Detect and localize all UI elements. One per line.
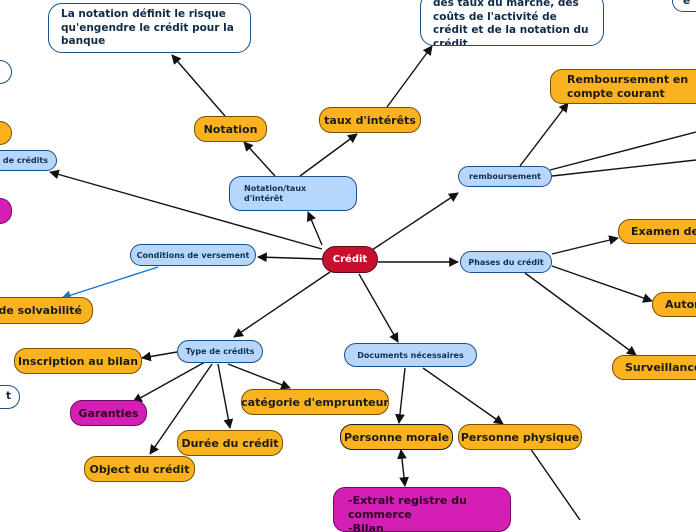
edge-type-inscription (141, 351, 178, 362)
type-credits-left-node[interactable]: e de crédits (0, 150, 57, 171)
type-credits-label: Type de crédits (185, 347, 255, 356)
edge-center-notation-taux (306, 211, 323, 246)
edge-type-categorie (227, 363, 291, 390)
edge-morale-docs (397, 449, 409, 487)
notation-taux-node[interactable]: Notation/taux d'intérêt (229, 176, 357, 211)
top-right-node[interactable]: e (672, 0, 696, 12)
edge-docs-physique (422, 367, 504, 425)
top-right-node-text: e (683, 0, 691, 7)
edge-physique-down (529, 447, 581, 520)
edge-type-garanties (132, 361, 206, 403)
edge-center-type (233, 271, 331, 338)
edge-phases-surv (524, 272, 637, 356)
edge-taux-note (386, 45, 433, 108)
notation-note: La notation définit le risque qu'engendr… (48, 3, 251, 53)
categorie-emprunteur-label: catégorie d'emprunteur (241, 395, 389, 409)
notation-label: Notation (203, 122, 258, 136)
personne-physique-label: Personne physique (460, 430, 580, 444)
autorisation-node[interactable]: Autor (652, 292, 696, 317)
edge-type-objet (149, 363, 213, 455)
type-credits-node[interactable]: Type de crédits (177, 340, 263, 363)
edge-nt-taux (299, 133, 358, 177)
examen-label: Examen de la (631, 225, 696, 238)
analyse-solvabilite-node[interactable]: se de solvabilité (0, 297, 93, 324)
edge-type-duree (217, 363, 234, 429)
edge-phases-autor (551, 265, 653, 303)
duree-credit-label: Durée du crédit (181, 436, 279, 450)
documents-necessaires-node[interactable]: Documents nécessaires (344, 343, 477, 367)
inscription-bilan-label: Inscription au bilan (17, 354, 139, 368)
notation-node[interactable]: Notation (194, 116, 267, 142)
inscription-bilan-node[interactable]: Inscription au bilan (14, 348, 142, 374)
connector-lines (49, 45, 696, 520)
documents-necessaires-label: Documents nécessaires (357, 350, 464, 360)
edge-phases-examen (551, 235, 619, 255)
remboursement-node[interactable]: remboursement (458, 166, 552, 187)
conditions-versement-node[interactable]: Conditions de versement (130, 244, 256, 266)
edge-remb-compte (519, 102, 569, 167)
surveillance-node[interactable]: Surveillance d (612, 355, 696, 380)
objet-credit-node[interactable]: Object du crédit (84, 456, 195, 482)
garanties-label: Garanties (78, 406, 139, 420)
taux-note: des taux du marché, des coûts de l'activ… (420, 0, 604, 46)
personne-morale-docs-node[interactable]: -Extrait registre du commerce -Bilan (333, 487, 511, 532)
edge-conditions-analyse (61, 266, 159, 300)
credit-center-node[interactable]: Crédit (322, 246, 378, 273)
personne-morale-node[interactable]: Personne morale (340, 424, 453, 450)
edge-notation-note (171, 54, 226, 117)
edge-center-conditions (257, 252, 323, 263)
credit-center-label: Crédit (332, 254, 368, 265)
edge-docs-morale (395, 367, 406, 424)
analyse-solvabilite-label: se de solvabilité (0, 304, 82, 317)
edge-center-remboursement (371, 192, 459, 251)
examen-node[interactable]: Examen de la (618, 219, 696, 244)
taux-interets-label: taux d'intérêts (324, 113, 416, 127)
remboursement-label: remboursement (468, 172, 542, 181)
personne-morale-label: Personne morale (343, 430, 450, 444)
taux-note-text: des taux du marché, des coûts de l'activ… (433, 0, 589, 46)
taux-interets-node[interactable]: taux d'intérêts (319, 107, 421, 133)
personne-physique-node[interactable]: Personne physique (458, 424, 582, 450)
personne-morale-docs-label: -Extrait registre du commerce -Bilan (348, 494, 467, 532)
phases-credit-node[interactable]: Phases du crédit (460, 251, 552, 273)
edge-center-documents (358, 273, 399, 343)
categorie-emprunteur-node[interactable]: catégorie d'emprunteur (241, 389, 389, 415)
surveillance-label: Surveillance d (625, 361, 696, 374)
autorisation-label: Autor (665, 298, 696, 311)
remboursement-compte-node[interactable]: Remboursement en compte courant (550, 69, 696, 104)
type-credits-left-label: e de crédits (0, 156, 48, 165)
garanties-node[interactable]: Garanties (70, 400, 147, 426)
notation-taux-label: Notation/taux d'intérêt (244, 183, 307, 203)
phases-credit-label: Phases du crédit (468, 257, 544, 267)
edge-remb-right2 (551, 159, 696, 177)
notation-note-text: La notation définit le risque qu'engendr… (61, 8, 234, 48)
conditions-versement-label: Conditions de versement (136, 250, 250, 260)
edge-remb-right1 (549, 131, 696, 171)
objet-credit-label: Object du crédit (89, 462, 190, 476)
left-white-fragment-bottom[interactable]: t (0, 385, 20, 409)
left-white-fragment-bottom-text: t (5, 390, 11, 403)
edge-center-type-left (49, 169, 323, 250)
edge-nt-notation (243, 141, 276, 177)
duree-credit-node[interactable]: Durée du crédit (177, 430, 283, 456)
remboursement-compte-label: Remboursement en compte courant (567, 72, 689, 100)
